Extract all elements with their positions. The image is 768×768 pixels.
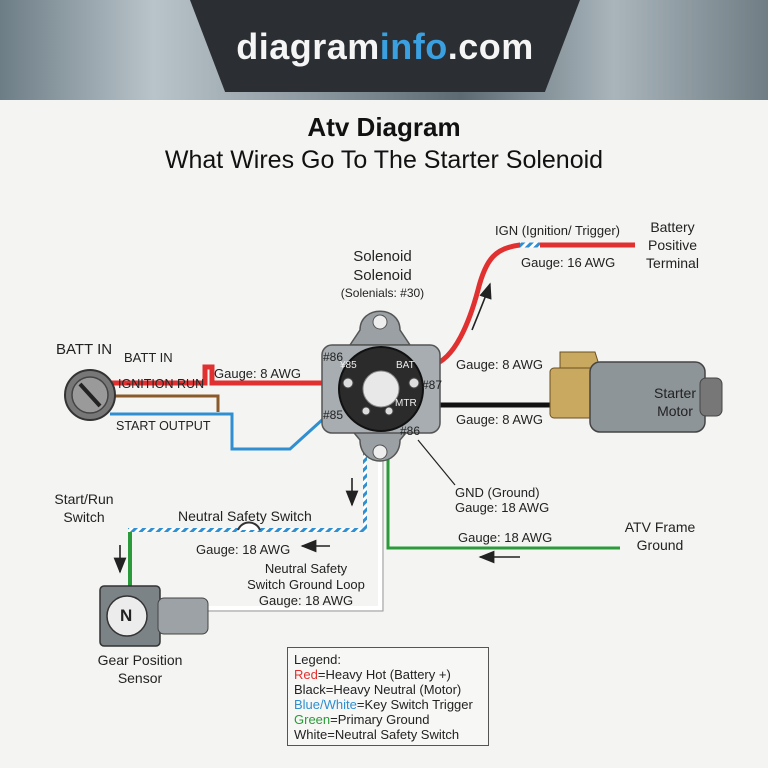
solenoid-sub-label: (Solenials: #30) xyxy=(340,286,425,300)
logo-plate xyxy=(190,0,580,92)
starter-motor-icon[interactable] xyxy=(549,351,723,433)
loop-line-3: Gauge: 18 AWG xyxy=(258,593,354,608)
ignition-run-label: IGNITION RUN xyxy=(118,377,205,391)
legend-item-black: Black=Heavy Neutral (Motor) xyxy=(294,682,482,697)
legend-item-blue: Blue/White=Key Switch Trigger xyxy=(294,697,482,712)
legend-desc: =Primary Ground xyxy=(330,712,430,727)
terminal-bl: #85 xyxy=(323,408,344,422)
solenoid-label-1: Solenoid xyxy=(353,248,412,265)
battery-positive-label: Battery Positive Terminal xyxy=(635,218,710,272)
batt-in-label: BATT IN xyxy=(56,341,113,358)
wire-neutral-loop-outline xyxy=(200,412,384,612)
terminal-tr: #87 xyxy=(422,378,443,392)
atv-frame-label: ATV Frame Ground xyxy=(615,518,705,554)
start-run-line-2: Switch xyxy=(63,509,105,525)
neutral-switch-label: Neutral Safety Switch xyxy=(178,508,312,524)
battery-pos-line-1: Battery xyxy=(650,219,695,235)
legend-color-word: Blue/White xyxy=(294,697,357,712)
loop-line-1: Neutral Safety xyxy=(264,561,348,576)
ignition-switch-icon[interactable] xyxy=(64,369,116,421)
start-run-line-1: Start/Run xyxy=(54,491,114,507)
legend-desc: =Neutral Safety Switch xyxy=(327,727,460,742)
gauge-motor-label: Gauge: 8 AWG xyxy=(456,412,543,427)
legend-item-red: Red=Heavy Hot (Battery +) xyxy=(294,667,482,682)
legend-color-word: Black xyxy=(294,682,326,697)
gauge-gnd-label: Gauge: 18 AWG xyxy=(455,500,550,515)
legend-desc: =Key Switch Trigger xyxy=(356,697,473,712)
gear-position-label: Gear Position Sensor xyxy=(80,651,200,687)
gear-letter: N xyxy=(120,606,133,625)
solenoid-label-2: Solenoid xyxy=(353,267,412,284)
legend-item-green: Green=Primary Ground xyxy=(294,712,482,727)
legend-color-word: White xyxy=(294,727,328,742)
legend-box: Legend: Red=Heavy Hot (Battery +) Black=… xyxy=(287,647,489,746)
gear-pos-line-1: Gear Position xyxy=(97,652,183,668)
ign-trigger-label: IGN (Ignition/ Trigger) xyxy=(495,223,620,238)
terminal-br: #86 xyxy=(400,424,421,438)
wire-neutral-loop-white xyxy=(200,412,382,610)
page-subtitle: What Wires Go To The Starter Solenoid xyxy=(164,146,604,174)
legend-title: Legend: xyxy=(294,652,341,667)
solenoid-inner-right: BAT xyxy=(396,360,415,371)
legend-item-white: White=Neutral Safety Switch xyxy=(294,727,482,742)
start-run-switch-label: Start/Run Switch xyxy=(40,490,128,526)
atv-frame-line-1: ATV Frame xyxy=(624,519,696,535)
solenoid-icon[interactable] xyxy=(321,310,441,462)
legend-desc: =Heavy Hot (Battery +) xyxy=(317,667,451,682)
wire-ignition-run-brown xyxy=(110,394,220,412)
solenoid-inner-left: ¥85 xyxy=(340,360,357,371)
batt-in-wire-label: BATT IN xyxy=(124,350,173,365)
arrow-ign-up xyxy=(471,282,492,331)
wire-ign-trigger-red xyxy=(431,242,635,368)
gauge-frame-label: Gauge: 18 AWG xyxy=(458,530,553,545)
battery-pos-line-2: Positive xyxy=(647,237,698,253)
neutral-loop-label: Neutral Safety Switch Ground Loop Gauge:… xyxy=(236,561,376,609)
gauge-left-label: Gauge: 8 AWG xyxy=(214,366,301,381)
gauge-mid-label: Gauge: 8 AWG xyxy=(456,357,543,372)
gauge-neutral-label: Gauge: 18 AWG xyxy=(196,542,291,557)
starter-motor-line-1: Starter xyxy=(653,385,696,401)
terminal-tl: #86 xyxy=(323,350,344,364)
starter-motor-label: Starter Motor xyxy=(640,384,710,420)
legend-desc: =Heavy Neutral (Motor) xyxy=(325,682,462,697)
solenoid-inner-mtr: MTR xyxy=(395,398,417,409)
start-output-label: START OUTPUT xyxy=(116,419,211,433)
gear-position-sensor-icon[interactable] xyxy=(99,585,209,647)
logo-accent-text: info xyxy=(379,26,448,67)
gauge-ign-label: Gauge: 16 AWG xyxy=(521,255,616,270)
logo-main-text: diagram xyxy=(236,26,380,67)
atv-frame-line-2: Ground xyxy=(636,537,684,553)
battery-pos-line-3: Terminal xyxy=(646,255,699,271)
neutral-switch-symbol xyxy=(237,521,261,531)
gnd-label: GND (Ground) xyxy=(455,485,540,500)
starter-motor-line-2: Motor xyxy=(657,403,693,419)
gear-pos-line-2: Sensor xyxy=(117,670,163,686)
legend-color-word: Red xyxy=(294,667,318,682)
leader-gnd xyxy=(417,439,456,486)
logo-tld-text: .com xyxy=(447,26,534,67)
wire-batt-in-red xyxy=(108,364,345,386)
site-logo[interactable]: diagraminfo.com xyxy=(190,26,580,68)
loop-line-2: Switch Ground Loop xyxy=(247,577,365,592)
page-title: Atv Diagram xyxy=(307,112,461,142)
legend-color-word: Green xyxy=(294,712,331,727)
